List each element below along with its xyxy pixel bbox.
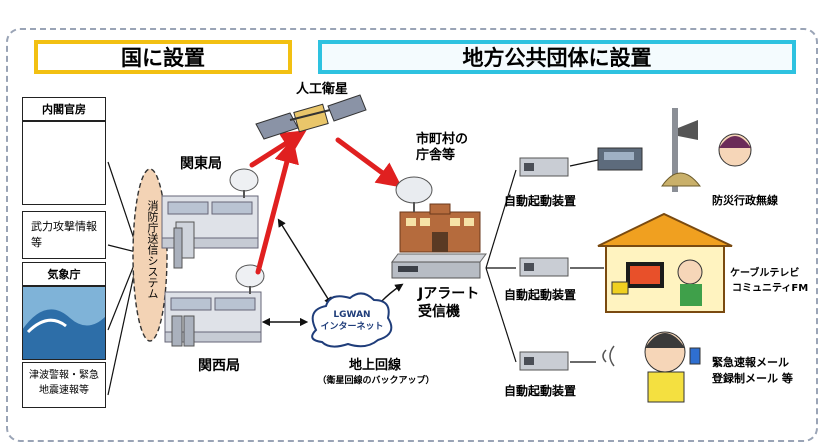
auto-device-label-2: 自動起動装置 [504, 288, 577, 302]
kansai-station-label: 関西局 [198, 358, 240, 374]
diagram-frame [6, 28, 818, 442]
station-lgwan-link [277, 218, 333, 306]
auto-device-graphics [519, 157, 569, 371]
j-alert-receiver-label: Jアラート受信機 [418, 286, 480, 320]
cabinet-secretariat-label: 内閣官房 [22, 97, 106, 121]
municipal-building-graphic [395, 176, 481, 253]
auto-device-label-3: 自動起動装置 [504, 384, 577, 398]
jma-label: 気象庁 [22, 262, 106, 286]
ground-line-label: 地上回線 [348, 358, 401, 373]
kanto-station-label: 関東局 [180, 156, 222, 172]
community-fm-label: コミュニティFM [732, 283, 809, 294]
disaster-radio-label: 防災行政無線 [712, 194, 778, 207]
tsunami-image-frame [22, 286, 106, 360]
fdma-system-ellipse [132, 168, 168, 342]
header-local: 地方公共団体に設置 [318, 40, 796, 74]
ground-line-note: （衛星回線のバックアップ） [317, 376, 435, 386]
satellite-uplink-arrows [249, 130, 403, 275]
fdma-system-label: 消防庁送信システム [146, 200, 159, 299]
cable-tv-label: ケーブルテレビ [730, 268, 800, 279]
auto-device-label-1: 自動起動装置 [504, 194, 577, 208]
armed-attack-info-box: 武力攻撃情報等 [22, 211, 106, 259]
internet-label: インターネット [320, 322, 384, 332]
source-connector-lines [107, 161, 137, 396]
j-alert-receiver-graphic [391, 253, 487, 279]
registered-mail-label: 登録制メール 等 [712, 372, 793, 385]
tsunami-graphic [22, 286, 106, 360]
municipal-office-label: 市町村の庁舎等 [416, 132, 469, 164]
satellite-label: 人工衛星 [296, 82, 349, 97]
satellite-graphic [255, 94, 367, 140]
kanto-station-graphic [161, 168, 259, 269]
receiver-fanout-lines [485, 159, 604, 363]
mobile-user-graphic [602, 331, 701, 403]
missile-image-frame [22, 121, 106, 205]
header-national: 国に設置 [34, 40, 292, 74]
lgwan-label: LGWAN [333, 310, 371, 320]
lgwan-cloud [311, 292, 393, 348]
house-graphic [597, 212, 733, 313]
kansai-station-graphic [164, 264, 265, 347]
tsunami-warning-box: 津波警報・緊急地震速報等 [22, 362, 106, 408]
disaster-radio-graphic [597, 108, 752, 192]
emergency-mail-label: 緊急速報メール [712, 356, 789, 369]
